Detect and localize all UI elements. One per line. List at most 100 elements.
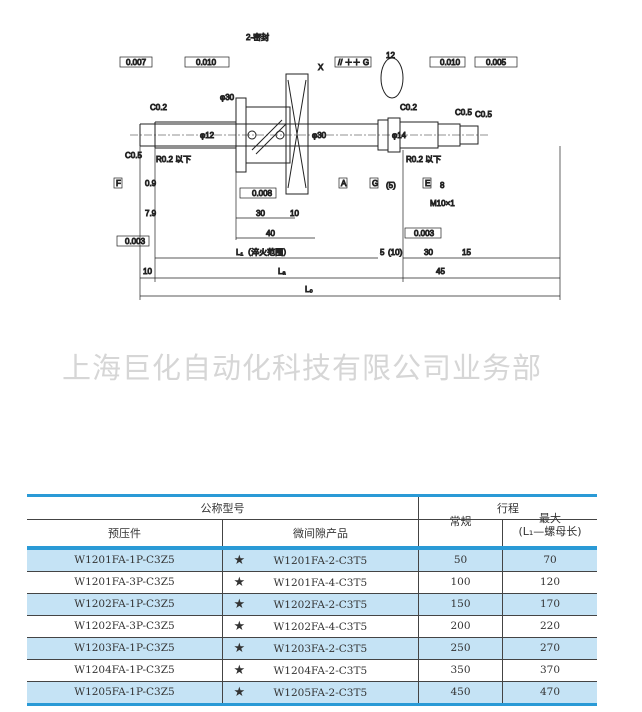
stroke-max: 170 bbox=[502, 593, 597, 616]
stroke-normal: 50 bbox=[418, 547, 503, 572]
preload-model: W1202FA-1P-C3Z5 bbox=[27, 593, 223, 616]
label-tol4: 0.005 bbox=[486, 58, 507, 67]
label-15: 15 bbox=[462, 248, 471, 257]
header-normal-label: 常规 bbox=[449, 514, 472, 528]
header-max: 最大(L₁—螺母长) bbox=[502, 512, 597, 550]
label-tol2: 0.010 bbox=[196, 58, 217, 67]
label-lt: L₁（淬火范围） bbox=[236, 247, 291, 257]
header-preload: 预压件 bbox=[27, 519, 223, 550]
stroke-max: 270 bbox=[502, 637, 597, 660]
label-seal: 2-密封 bbox=[246, 32, 269, 42]
star-icon: ★ bbox=[233, 684, 246, 700]
label-30: 30 bbox=[256, 209, 265, 218]
micro-model: W1205FA-2-C3T5 bbox=[273, 686, 368, 699]
label-c05b: C0.5 bbox=[475, 110, 492, 119]
stroke-max: 470 bbox=[502, 681, 597, 704]
header-max-sub: (L₁—螺母长) bbox=[518, 524, 582, 538]
label-30c: 30 bbox=[424, 248, 433, 257]
stroke-normal: 100 bbox=[418, 571, 503, 594]
stroke-normal: 200 bbox=[418, 615, 503, 638]
stroke-normal: 350 bbox=[418, 659, 503, 682]
label-c05a: C0.5 bbox=[455, 108, 472, 117]
micro-model: W1202FA-2-C3T5 bbox=[273, 598, 368, 611]
preload-model: W1201FA-1P-C3Z5 bbox=[27, 547, 223, 572]
label-perp1: 0.008 bbox=[252, 189, 273, 198]
label-10b: (10) bbox=[388, 248, 403, 257]
header-micro: 微间隙产品 bbox=[222, 519, 419, 550]
star-icon: ★ bbox=[233, 618, 246, 634]
preload-model: W1203FA-1P-C3Z5 bbox=[27, 637, 223, 660]
label-d8: 8 bbox=[440, 181, 445, 190]
label-tol3: 0.010 bbox=[440, 58, 461, 67]
header-stroke: 行程 bbox=[418, 495, 597, 520]
header-normal: 常规 bbox=[418, 515, 503, 550]
label-r02b: R0.2 以下 bbox=[406, 155, 441, 164]
preload-model: W1202FA-3P-C3Z5 bbox=[27, 615, 223, 638]
label-d12: φ12 bbox=[200, 131, 215, 140]
label-m10: M10×1 bbox=[430, 199, 455, 208]
label-d79: 7.9 bbox=[145, 209, 157, 218]
stroke-normal: 250 bbox=[418, 637, 503, 660]
micro-cell: ★ W1204FA-2-C3T5 bbox=[222, 659, 419, 682]
table-row: W1201FA-1P-C3Z5 ★W1201FA-2-C3T5 50 70 bbox=[27, 547, 597, 572]
micro-cell: ★ W1205FA-2-C3T5 bbox=[222, 681, 419, 704]
label-w12: 12 bbox=[386, 51, 395, 60]
label-la: Lₐ bbox=[278, 267, 286, 276]
ball-screw-drawing: 2-密封 0.007 0.010 // ＋＋ G 0.010 0.005 12 … bbox=[113, 32, 561, 300]
table-row: W1204FA-1P-C3Z5 ★W1204FA-2-C3T5 350 370 bbox=[27, 659, 597, 682]
micro-cell: ★W1201FA-2-C3T5 bbox=[222, 547, 419, 572]
header-model: 公称型号 bbox=[27, 495, 419, 520]
micro-cell: ★ W1203FA-2-C3T5 bbox=[222, 637, 419, 660]
stroke-normal: 150 bbox=[418, 593, 503, 616]
star-icon: ★ bbox=[233, 662, 246, 678]
table-row: W1203FA-1P-C3Z5 ★ W1203FA-2-C3T5 250 270 bbox=[27, 637, 597, 660]
micro-model: W1204FA-2-C3T5 bbox=[273, 664, 368, 677]
label-c02b: C0.2 bbox=[400, 103, 417, 112]
micro-cell: ★ W1202FA-2-C3T5 bbox=[222, 593, 419, 616]
preload-model: W1205FA-1P-C3Z5 bbox=[27, 681, 223, 704]
label-ref-f: F bbox=[116, 179, 121, 188]
star-icon: ★ bbox=[233, 574, 246, 590]
label-perp2: 0.003 bbox=[125, 237, 146, 246]
key-section bbox=[380, 57, 404, 99]
micro-cell: ★ W1202FA-4-C3T5 bbox=[222, 615, 419, 638]
stroke-normal: 450 bbox=[418, 681, 503, 704]
micro-model: W1201FA-2-C3T5 bbox=[273, 554, 368, 567]
dimension-lines bbox=[139, 146, 561, 300]
label-10c: 10 bbox=[143, 267, 152, 276]
table-row: W1201FA-3P-C3Z5 ★ W1201FA-4-C3T5 100 120 bbox=[27, 571, 597, 594]
stroke-max: 70 bbox=[502, 547, 597, 572]
table-row: W1205FA-1P-C3Z5 ★ W1205FA-2-C3T5 450 470 bbox=[27, 681, 597, 704]
stroke-max: 220 bbox=[502, 615, 597, 638]
label-40: 40 bbox=[266, 229, 275, 238]
star-icon: ★ bbox=[233, 596, 246, 612]
label-parallel: // ＋＋ G bbox=[338, 58, 369, 67]
micro-cell: ★ W1201FA-4-C3T5 bbox=[222, 571, 419, 594]
header-max-label: 最大 bbox=[539, 511, 561, 525]
label-ref-g: G bbox=[372, 179, 378, 188]
label-10: 10 bbox=[290, 209, 299, 218]
label-d30-flange: φ30 bbox=[220, 93, 235, 102]
label-5: 5 bbox=[380, 248, 385, 257]
micro-model: W1203FA-2-C3T5 bbox=[273, 642, 368, 655]
preload-model: W1201FA-3P-C3Z5 bbox=[27, 571, 223, 594]
ball-nut bbox=[235, 73, 309, 195]
micro-model: W1201FA-4-C3T5 bbox=[273, 576, 368, 589]
label-45: 45 bbox=[436, 267, 445, 276]
micro-model: W1202FA-4-C3T5 bbox=[273, 620, 368, 633]
label-c05c: C0.5 bbox=[125, 151, 142, 160]
label-ref-a: A bbox=[341, 179, 347, 188]
watermark: 上海巨化自动化科技有限公司业务部 bbox=[62, 351, 543, 385]
label-perp3: 0.003 bbox=[414, 229, 435, 238]
tolerance-frames bbox=[113, 56, 518, 247]
shaft bbox=[130, 117, 490, 153]
label-lo: L₀ bbox=[305, 285, 313, 294]
preload-model: W1204FA-1P-C3Z5 bbox=[27, 659, 223, 682]
label-r02a: R0.2 以下 bbox=[156, 155, 191, 164]
label-d30: φ30 bbox=[312, 131, 327, 140]
star-icon: ★ bbox=[233, 640, 246, 656]
stroke-max: 120 bbox=[502, 571, 597, 594]
label-tol1: 0.007 bbox=[126, 58, 147, 67]
table-row: W1202FA-3P-C3Z5 ★ W1202FA-4-C3T5 200 220 bbox=[27, 615, 597, 638]
label-ref-e: E bbox=[425, 179, 430, 188]
